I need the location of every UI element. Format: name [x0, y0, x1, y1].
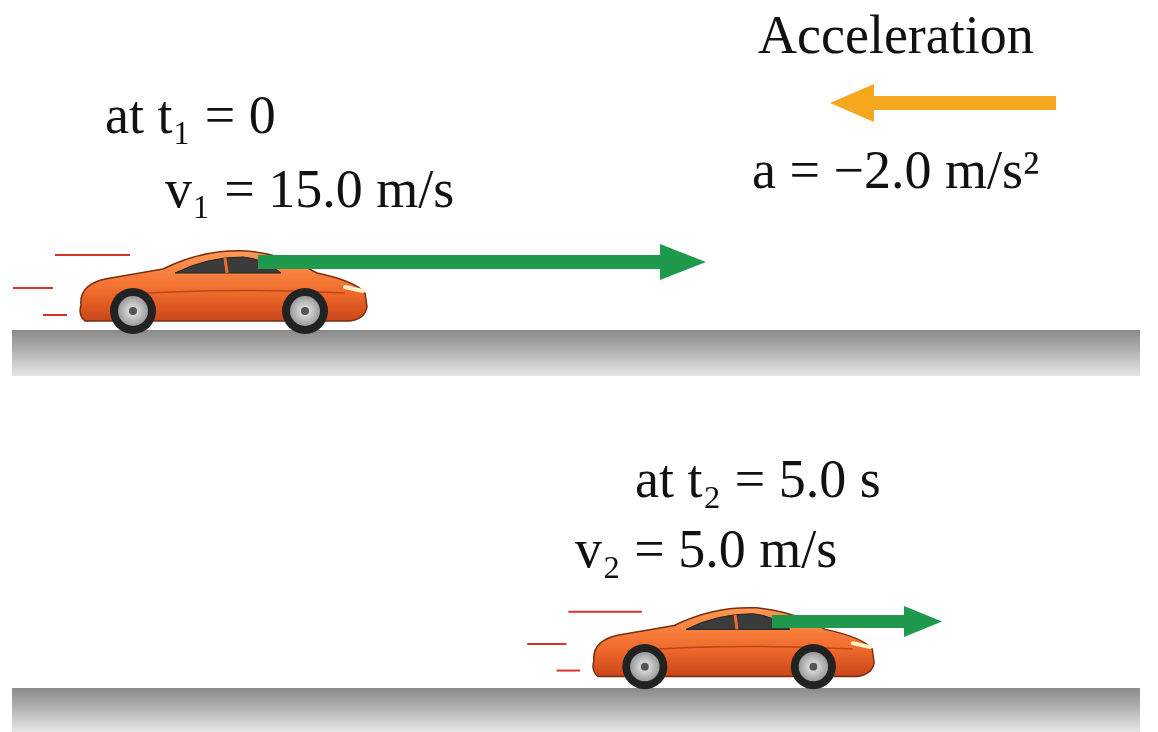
time-label: at t₂ = 5.0 s [635, 452, 881, 506]
road [12, 688, 1140, 732]
velocity-arrow [258, 244, 706, 280]
velocity-label: v₁ = 15.0 m/s [165, 162, 454, 216]
acceleration-value: a = −2.0 m/s² [752, 143, 1039, 197]
acceleration-arrow [830, 84, 1056, 122]
road [12, 330, 1140, 376]
time-label: at t₁ = 0 [105, 88, 276, 142]
heading-label: Acceleration [758, 8, 1034, 62]
velocity-arrow [772, 606, 942, 637]
velocity-label: v₂ = 5.0 m/s [575, 522, 837, 576]
